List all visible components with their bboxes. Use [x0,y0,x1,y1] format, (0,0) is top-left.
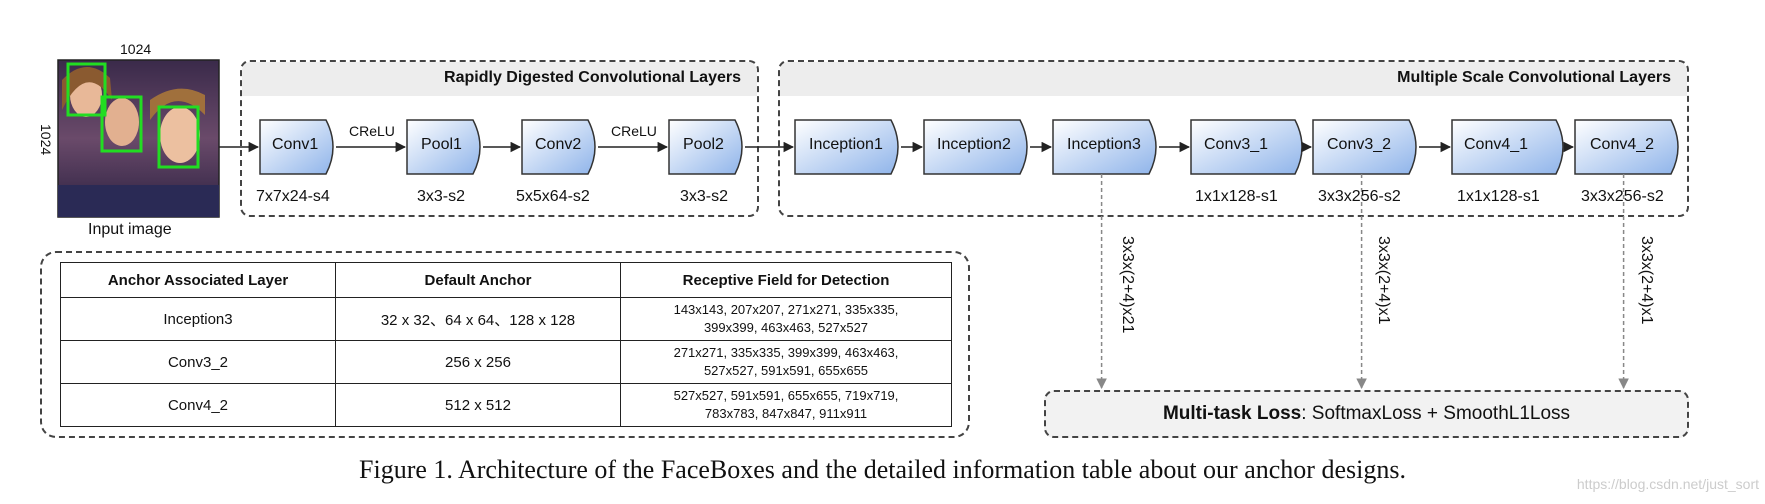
layer-name-pool1: Pool1 [421,136,462,153]
input-image [57,59,220,218]
layer-name-pool2: Pool2 [683,136,724,153]
receptive-field-line: 527x527, 591x591, 655x655, 719x719, [673,388,899,403]
face-box [66,62,107,117]
layer-box-conv2 [521,119,596,175]
layer-name-conv1: Conv1 [272,136,319,153]
input-width-label: 1024 [120,41,152,57]
rdcl-title: Rapidly Digested Convolutional Layers [444,69,741,86]
mscl-header [780,62,1687,96]
watermark: https://blog.csdn.net/just_sort [1576,476,1759,492]
column-header: Anchor Associated Layer [60,262,336,298]
anchor-layer-cell: Inception3 [60,297,336,341]
head-label-inception3: 3x3x(2+4)x21 [1119,236,1136,334]
crelu-label: CReLU [611,123,657,139]
column-header: Default Anchor [335,262,621,298]
layer-param-conv3-2: 3x3x256-s2 [1318,188,1401,205]
head-label-conv4-2: 3x3x(2+4)x1 [1638,236,1655,325]
default-anchor-cell: 256 x 256 [335,340,621,384]
mscl-title: Multiple Scale Convolutional Layers [1397,69,1671,86]
receptive-field-line: 271x271, 335x335, 399x399, 463x463, [673,345,899,360]
input-image-caption: Input image [88,221,172,238]
layer-param-pool1: 3x3-s2 [417,188,466,205]
default-anchor-cell: 512 x 512 [335,383,621,427]
anchor-table: Anchor Associated Layer Default Anchor R… [60,262,952,427]
multi-task-loss-box: Multi-task Loss: SoftmaxLoss + SmoothL1L… [1044,390,1689,438]
layer-name-conv4-2: Conv4_2 [1590,136,1655,153]
table-row: Inception3 32 x 32、64 x 64、128 x 128 143… [60,297,952,341]
layer-param-conv2: 5x5x64-s2 [516,188,590,205]
layer-name-conv4-1: Conv4_1 [1464,136,1529,153]
rdcl-header [242,62,757,96]
layer-box-conv4-2 [1574,119,1679,175]
layer-box-conv4-1 [1451,119,1564,175]
anchor-layer-cell: Conv3_2 [60,340,336,384]
layer-param-conv4-1: 1x1x128-s1 [1457,188,1540,205]
layer-name-inception2: Inception2 [937,136,1011,153]
input-height-label: 1024 [38,124,54,156]
layer-param-conv3-1: 1x1x128-s1 [1195,188,1278,205]
layer-name-inception1: Inception1 [809,136,883,153]
table-row: Conv4_2 512 x 512 527x527, 591x591, 655x… [60,383,952,427]
receptive-field-cell: 143x143, 207x207, 271x271, 335x335, 399x3… [620,297,952,341]
receptive-field-cell: 271x271, 335x335, 399x399, 463x463, 527x5… [620,340,952,384]
head-label-conv3-2: 3x3x(2+4)x1 [1375,236,1392,325]
table-header-row: Anchor Associated Layer Default Anchor R… [60,262,952,298]
layer-box-inception2 [923,119,1028,175]
layer-box-inception1 [794,119,899,175]
face-box [100,95,143,153]
receptive-field-line: 527x527, 591x591, 655x655 [703,363,869,378]
layer-name-conv3-2: Conv3_2 [1327,136,1392,153]
receptive-field-cell: 527x527, 591x591, 655x655, 719x719, 783x7… [620,383,952,427]
anchor-table-frame [40,251,970,438]
receptive-field-line: 399x399, 463x463, 527x527 [703,320,869,335]
receptive-field-line: 143x143, 207x207, 271x271, 335x335, [673,302,899,317]
crelu-label: CReLU [349,123,395,139]
layer-param-pool2: 3x3-s2 [680,188,729,205]
column-header: Receptive Field for Detection [620,262,952,298]
layer-box-conv3-2 [1312,119,1417,175]
face-box [157,105,200,169]
anchor-layer-cell: Conv4_2 [60,383,336,427]
loss-title: Multi-task Loss [1162,403,1302,424]
layer-box-inception3 [1052,119,1157,175]
receptive-field-line: 783x783, 847x847, 911x911 [704,406,868,421]
layer-box-pool2 [668,119,743,175]
layer-param-conv1: 7x7x24-s4 [256,188,330,205]
layer-name-inception3: Inception3 [1067,136,1141,153]
layer-param-conv4-2: 3x3x256-s2 [1581,188,1664,205]
loss-terms: : SoftmaxLoss + SmoothL1Loss [1301,403,1571,424]
default-anchor-cell: 32 x 32、64 x 64、128 x 128 [335,297,621,341]
layer-name-conv2: Conv2 [535,136,582,153]
figure-caption: Figure 1. Architecture of the FaceBoxes … [359,455,1406,484]
layer-box-pool1 [406,119,481,175]
layer-box-conv1 [259,119,334,175]
layer-name-conv3-1: Conv3_1 [1204,136,1269,153]
table-row: Conv3_2 256 x 256 271x271, 335x335, 399x… [60,340,952,384]
